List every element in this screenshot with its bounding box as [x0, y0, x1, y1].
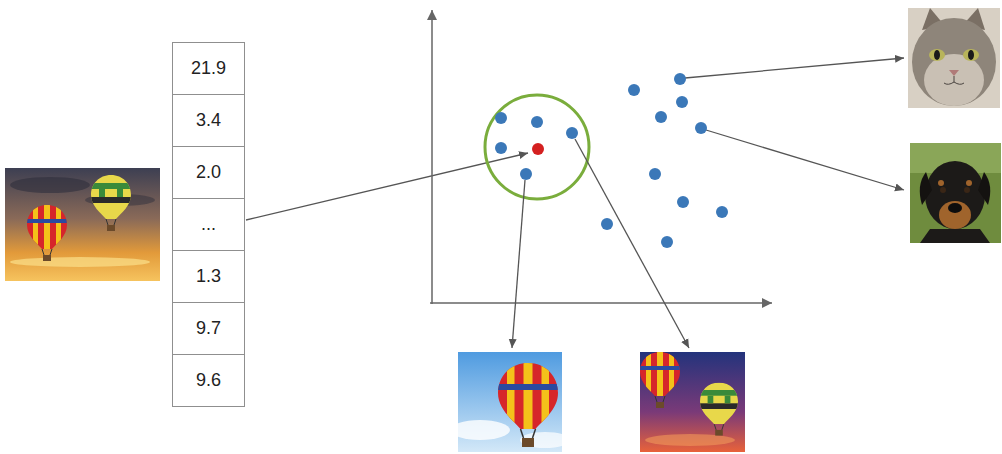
- leader-arrow: [246, 153, 528, 220]
- vector-cell: 2.0: [172, 146, 245, 199]
- vector-value: 9.7: [196, 318, 221, 339]
- balloon-photo: [450, 352, 570, 452]
- cat-photo: [908, 8, 1000, 108]
- balloon-photo: [640, 352, 745, 452]
- vector-cell: ...: [172, 198, 245, 251]
- vector-value: 1.3: [196, 266, 221, 287]
- vector-value: ...: [201, 214, 216, 235]
- vector-cell: 9.6: [172, 354, 245, 407]
- vector-cell: 21.9: [172, 42, 245, 95]
- vector-cell: 3.4: [172, 94, 245, 147]
- neighbourhood-circle: [485, 95, 589, 199]
- query-point: [532, 143, 544, 155]
- data-points: [495, 73, 728, 248]
- vector-cell: 1.3: [172, 250, 245, 303]
- vector-value: 9.6: [196, 370, 221, 391]
- vector-value: 2.0: [196, 162, 221, 183]
- axes: [430, 10, 772, 304]
- vector-value: 3.4: [196, 110, 221, 131]
- leader-arrows: [512, 58, 904, 348]
- input-photo: [5, 168, 160, 281]
- vector-value: 21.9: [191, 58, 226, 79]
- dog-photo: [910, 143, 1001, 243]
- vector-cell: 9.7: [172, 302, 245, 355]
